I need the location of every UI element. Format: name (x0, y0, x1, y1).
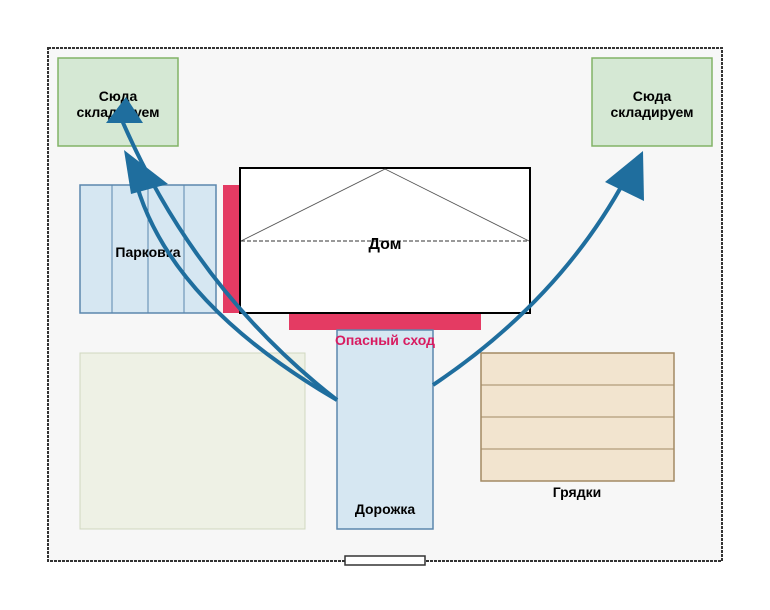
garden-beds: Грядки (480, 352, 675, 500)
arrow-to-left-storage-outer (119, 117, 339, 402)
storage-zone-left-box (57, 57, 179, 147)
path-zone: Дорожка (336, 329, 434, 530)
carry-arrows (106, 97, 644, 402)
arrow-head-right-storage (605, 151, 644, 201)
storage-zone-right: Сюда складируем (591, 57, 713, 147)
storage-right-label-line1: Сюда (633, 88, 672, 104)
gate (344, 555, 426, 566)
roof-line-right (384, 168, 530, 242)
storage-right-label-line2: складируем (610, 104, 693, 120)
danger-label: Опасный сход (335, 332, 435, 348)
danger-strip-left (223, 185, 241, 313)
storage-zone-right-box (591, 57, 713, 147)
arrow-to-right-storage (431, 177, 628, 387)
arrow-to-left-storage-inner (132, 174, 339, 402)
path-label: Дорожка (355, 501, 416, 517)
storage-zone-left: Сюда складируем (57, 57, 179, 147)
arrow-head-left-storage-outer (106, 97, 143, 123)
lawn-area (79, 352, 306, 530)
roof-line-left (240, 168, 386, 242)
house-label: Дом (369, 236, 402, 253)
storage-left-label-line1: Сюда (99, 88, 138, 104)
path-box (336, 329, 434, 530)
arrow-head-left-storage-inner (124, 150, 168, 194)
beds-label: Грядки (553, 484, 601, 500)
house: Дом (239, 167, 531, 314)
danger-strip-bottom (289, 313, 481, 330)
